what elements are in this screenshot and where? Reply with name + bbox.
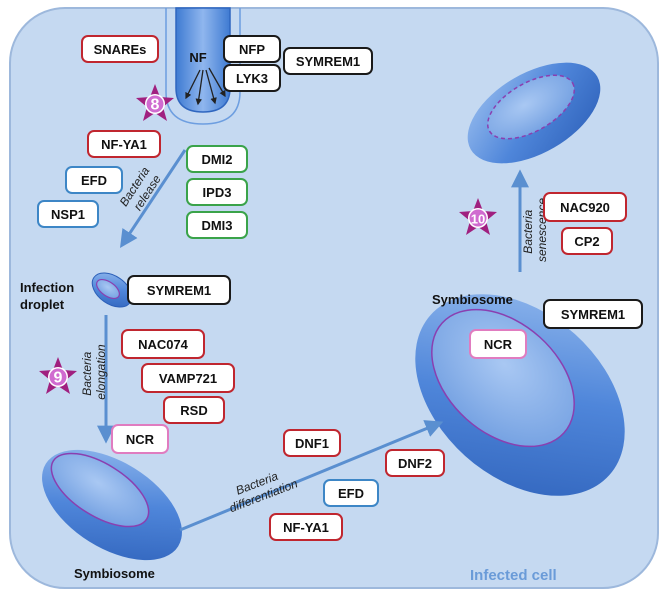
svg-text:DNF2: DNF2 [398, 456, 432, 471]
svg-text:SYMREM1: SYMREM1 [147, 283, 211, 298]
svg-text:10: 10 [471, 212, 485, 227]
svg-text:NAC920: NAC920 [560, 200, 610, 215]
svg-text:IPD3: IPD3 [203, 185, 232, 200]
svg-text:DMI2: DMI2 [201, 152, 232, 167]
ncr-right-box: NCR [469, 329, 527, 359]
symbiosome-left-vesicle [42, 449, 182, 561]
infection-droplet-label-line2: droplet [20, 297, 65, 312]
dnf1-box: DNF1 [283, 429, 341, 457]
svg-text:NF-YA1: NF-YA1 [283, 520, 329, 535]
nf-arrow-2 [195, 69, 204, 106]
svg-text:EFD: EFD [81, 173, 107, 188]
ncr-left-box: NCR [111, 424, 169, 454]
dnf2-box: DNF2 [385, 449, 445, 477]
infected-cell-label: Infected cell [470, 567, 557, 584]
bacteria-release-arrow [120, 149, 187, 249]
rsd-box: RSD [163, 396, 225, 424]
efd-bottom-box: EFD [323, 479, 379, 507]
svg-text:CP2: CP2 [574, 234, 599, 249]
svg-text:NCR: NCR [484, 337, 513, 352]
nf-arrow-1 [185, 69, 201, 100]
svg-text:SNAREs: SNAREs [94, 42, 147, 57]
infection-thread-tube [175, 7, 231, 113]
symbiosome-right-vesicle [415, 294, 625, 496]
svg-text:9: 9 [54, 370, 63, 387]
svg-text:8: 8 [151, 97, 160, 114]
svg-text:NF-YA1: NF-YA1 [101, 137, 147, 152]
dmi2-box: DMI2 [186, 145, 248, 173]
nf-label: NF [189, 50, 206, 65]
elongation-label: Bacteria elongation [80, 344, 108, 400]
star-10: 10 [459, 198, 497, 235]
symrem1-droplet-box: SYMREM1 [127, 275, 231, 305]
cp2-box: CP2 [561, 227, 613, 255]
svg-text:SYMREM1: SYMREM1 [561, 307, 625, 322]
svg-text:DMI3: DMI3 [201, 218, 232, 233]
svg-text:NSP1: NSP1 [51, 207, 85, 222]
svg-text:EFD: EFD [338, 486, 364, 501]
symbiosome-right-label: Symbiosome [432, 292, 513, 307]
vamp721-box: VAMP721 [141, 363, 235, 393]
svg-text:NCR: NCR [126, 432, 155, 447]
svg-text:NFP: NFP [239, 42, 265, 57]
nsp1-box: NSP1 [37, 200, 99, 228]
star-8: 8 [136, 84, 174, 121]
nf-arrow-4 [208, 67, 226, 98]
svg-text:NAC074: NAC074 [138, 337, 189, 352]
nf-ya1-top-box: NF-YA1 [87, 130, 161, 158]
ipd3-box: IPD3 [186, 178, 248, 206]
symrem1-top-box: SYMREM1 [283, 47, 373, 75]
nac074-box: NAC074 [121, 329, 205, 359]
svg-text:DNF1: DNF1 [295, 436, 329, 451]
star-9: 9 [39, 357, 77, 394]
nfp-box: NFP [223, 35, 281, 63]
efd-top-box: EFD [65, 166, 123, 194]
bacteria-differentiation-arrow [179, 420, 444, 532]
dmi3-box: DMI3 [186, 211, 248, 239]
symbiosome-left-label: Symbiosome [74, 566, 155, 581]
senescent-vesicle [467, 62, 601, 164]
nac920-box: NAC920 [543, 192, 627, 222]
nf-arrow-3 [205, 69, 217, 105]
svg-text:VAMP721: VAMP721 [159, 371, 217, 386]
infection-thread: NF [165, 7, 241, 125]
infection-droplet-vesicle [91, 272, 133, 308]
infection-droplet-label-line1: Infection [20, 280, 74, 295]
snares-box: SNAREs [81, 35, 159, 63]
svg-text:SYMREM1: SYMREM1 [296, 54, 360, 69]
symrem1-right-box: SYMREM1 [543, 299, 643, 329]
svg-text:LYK3: LYK3 [236, 71, 268, 86]
nf-ya1-bottom-box: NF-YA1 [269, 513, 343, 541]
svg-text:RSD: RSD [180, 403, 207, 418]
infection-thread-membrane [165, 8, 241, 125]
lyk3-box: LYK3 [223, 64, 281, 92]
